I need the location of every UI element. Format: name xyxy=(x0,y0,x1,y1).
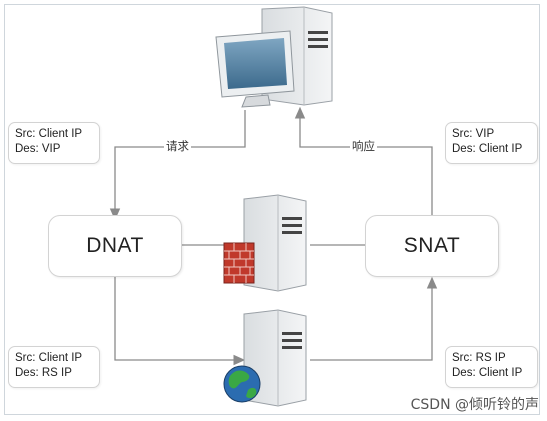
note-des: Des: VIP xyxy=(15,143,61,155)
note-src: Src: Client IP xyxy=(15,352,83,364)
firewall-icon xyxy=(223,242,255,284)
server-with-globe-icon xyxy=(223,309,307,407)
dnat-label: DNAT xyxy=(86,234,144,257)
server-with-firewall-icon xyxy=(223,194,307,292)
note-des: Des: Client IP xyxy=(452,143,523,155)
snat-label: SNAT xyxy=(403,234,461,257)
watermark: CSDN @倾听铃的声 xyxy=(410,397,539,413)
note-des: Des: Client IP xyxy=(452,367,523,379)
note-src: Src: VIP xyxy=(452,128,495,140)
request-label: 请求 xyxy=(164,138,191,154)
rs-snat-line xyxy=(310,276,438,361)
response-line xyxy=(294,106,433,215)
note-bottom-left: Src: Client IP Des: RS IP xyxy=(8,346,100,388)
snat-node: SNAT xyxy=(365,215,499,277)
desktop-computer-icon xyxy=(215,6,333,108)
response-label: 响应 xyxy=(350,138,377,154)
dnat-rs-line xyxy=(114,275,246,366)
note-des: Des: RS IP xyxy=(15,367,72,379)
note-top-left: Src: Client IP Des: VIP xyxy=(8,122,100,164)
note-bottom-right: Src: RS IP Des: Client IP xyxy=(445,346,538,388)
note-src: Src: Client IP xyxy=(15,128,83,140)
diagram-frame xyxy=(4,4,540,415)
globe-icon xyxy=(223,365,261,403)
note-top-right: Src: VIP Des: Client IP xyxy=(445,122,538,164)
note-src: Src: RS IP xyxy=(452,352,506,364)
dnat-node: DNAT xyxy=(48,215,182,277)
